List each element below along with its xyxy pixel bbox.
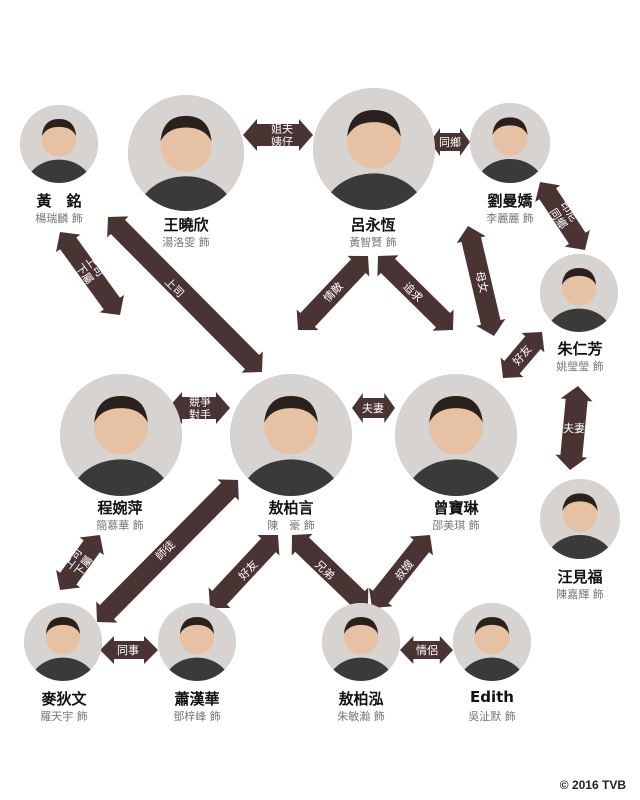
avatar-zeng-baolin [395,374,517,496]
relation-label-munv: 母女 [473,270,492,295]
name-wang-jianfu: 汪見福 [557,568,603,586]
relation-label-fuqi-2: 夫妻 [563,422,585,435]
avatar-mai-diwen [24,603,102,681]
actor-xiao-hanhua: 鄧梓峰 飾 [173,710,221,723]
relationship-arrow [500,332,545,378]
name-edith: Edith [470,688,514,706]
name-lv-yongheng: 呂永恆 [350,216,396,234]
relationship-arrow [352,393,395,423]
relation-label-tongxiang: 同鄉 [439,136,461,149]
name-xiao-hanhua: 蕭漢華 [174,690,220,708]
relation-label-jiefu-yizai: 姐夫姨仔 [271,122,293,149]
avatar-lv-yongheng [313,88,435,210]
relationship-arrow [291,533,369,610]
avatar-ao-baiyan [230,374,352,496]
relationship-arrow [96,479,239,623]
relationship-arrow [243,119,313,151]
name-liu-manjiao: 劉曼嬌 [487,192,533,210]
actor-mai-diwen: 羅天宇 飾 [40,710,88,723]
actor-zeng-baolin: 邵美琪 飾 [432,519,480,532]
relationship-arrow [400,636,453,664]
avatar-cheng-wanping [60,374,182,496]
avatar-edith [453,603,531,681]
avatar-wang-xiaoxin [128,95,244,211]
actor-cheng-wanping: 簡慕華 飾 [96,519,144,532]
name-mai-diwen: 麥狄文 [41,690,87,708]
relation-label-fuqi-1: 夫妻 [362,402,384,415]
name-huang-ming: 黃 銘 [36,192,82,210]
actor-huang-ming: 楊瑞麟 飾 [35,212,83,225]
avatar-huang-ming [20,105,98,183]
relationship-arrow [377,255,454,331]
relation-label-jingzheng-duishou: 競爭對手 [189,395,211,422]
relationship-arrow [100,636,158,664]
name-cheng-wanping: 程婉萍 [97,499,143,517]
avatar-xiao-hanhua [158,603,236,681]
actor-edith: 吳沚默 飾 [468,710,516,723]
actor-ao-baiyan: 陳 豪 飾 [267,519,315,532]
relationship-arrow [535,182,590,250]
avatar-wang-jianfu [540,479,620,559]
actor-wang-jianfu: 陳嘉輝 飾 [556,588,604,601]
name-ao-baihong: 敖柏泓 [338,690,384,708]
actor-ao-baihong: 朱敏瀚 飾 [337,710,385,723]
relationship-arrow [168,392,230,424]
copyright-notice: © 2016 TVB [559,778,626,792]
relation-label-tongshi: 同事 [117,644,139,657]
name-zeng-baolin: 曾寶琳 [433,499,479,517]
actor-wang-xiaoxin: 湯洛雯 飾 [162,236,210,249]
relationship-arrow [430,128,470,156]
actor-zhu-renfang: 姚瑩瑩 飾 [556,360,604,373]
relationship-arrow [555,386,593,470]
relationship-arrow [456,226,506,336]
name-zhu-renfang: 朱仁芳 [557,340,603,358]
relation-label-qinglv: 情侶 [416,643,438,657]
avatar-liu-manjiao [470,103,550,183]
relationship-arrow [56,535,104,590]
relationship-arrow [369,535,433,608]
actor-lv-yongheng: 黃智賢 飾 [349,236,397,249]
relationship-arrow [107,216,263,373]
relationship-arrow [56,232,124,315]
actor-liu-manjiao: 李麗麗 飾 [486,212,534,225]
name-wang-xiaoxin: 王曉欣 [163,216,209,234]
avatar-zhu-renfang [540,254,618,332]
relationship-arrow [296,255,370,331]
avatar-ao-baihong [322,603,400,681]
relationship-arrow [208,535,280,608]
name-ao-baiyan: 敖柏言 [268,499,314,517]
